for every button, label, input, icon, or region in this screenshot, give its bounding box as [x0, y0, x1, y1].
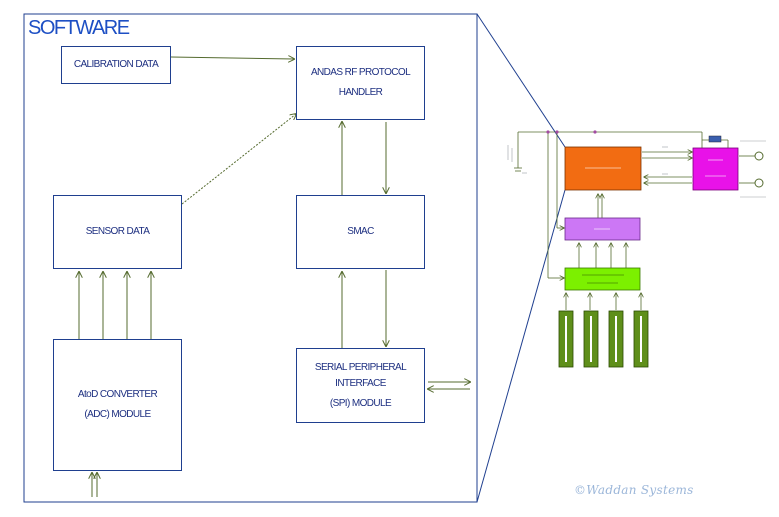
smac-block: SMAC — [296, 195, 425, 269]
signal-conditioning-chip — [564, 267, 641, 291]
radio-transceiver-chip — [692, 147, 739, 191]
chip-markings — [585, 159, 726, 230]
software-frame — [23, 13, 478, 503]
wiring-junctions — [546, 130, 597, 134]
smac-label: SMAC — [347, 226, 374, 237]
hardware-annotations — [507, 140, 766, 198]
sensor-data-block: SENSOR DATA — [53, 195, 182, 269]
antenna-terminal-top-icon — [754, 151, 764, 161]
sensor-data-label: SENSOR DATA — [85, 226, 150, 237]
antenna-terminal-bottom-icon — [754, 178, 764, 188]
software-title: SOFTWARE — [28, 17, 130, 39]
spi-label-line1: SERIAL PERIPHERAL — [314, 361, 407, 373]
calibration-data-block: CALIBRATION DATA — [61, 46, 171, 84]
rf-protocol-label-line1: ANDAS RF PROTOCOL — [310, 67, 411, 78]
spi-label-line2: INTERFACE — [335, 377, 386, 389]
software-flow-arrows — [79, 57, 470, 497]
crystal-icon — [708, 135, 722, 143]
mux-markings — [582, 274, 624, 284]
adc-module-block: AtoD CONVERTER (ADC) MODULE — [53, 339, 182, 471]
zoom-line-bottom — [476, 189, 566, 503]
microcontroller-chip — [564, 146, 642, 191]
spi-module-block: SERIAL PERIPHERAL INTERFACE (SPI) MODULE — [296, 348, 425, 423]
rf-protocol-label-line2: HANDLER — [338, 87, 383, 98]
sensor-strips — [558, 310, 649, 368]
adc-label-line2: (ADC) MODULE — [84, 409, 151, 420]
rf-protocol-handler-block: ANDAS RF PROTOCOL HANDLER — [296, 46, 425, 120]
adc-label-line1: AtoD CONVERTER — [77, 389, 158, 400]
watermark: ©Waddan Systems — [574, 483, 694, 497]
calibration-data-label: CALIBRATION DATA — [73, 59, 159, 70]
zoom-line-top — [476, 13, 566, 148]
spi-label-line3: (SPI) MODULE — [329, 397, 392, 409]
